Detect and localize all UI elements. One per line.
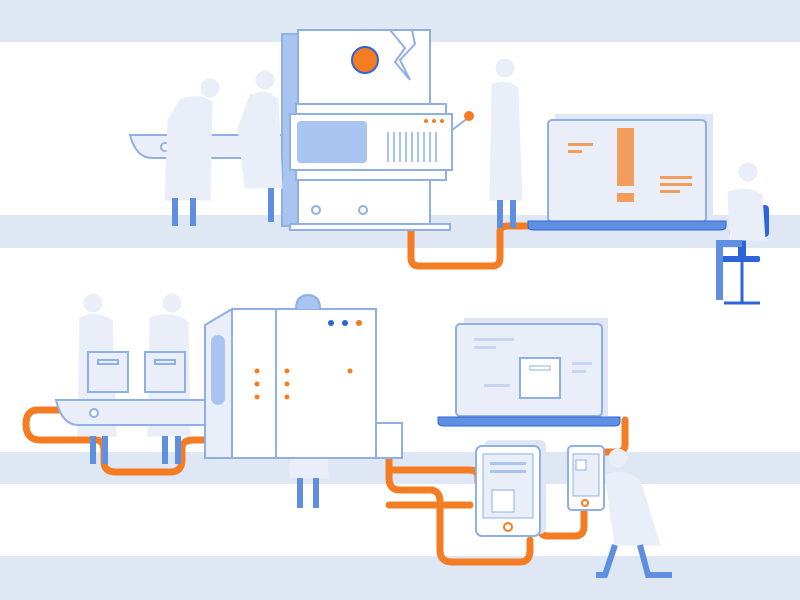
worker — [164, 78, 220, 226]
laptop-box — [437, 318, 621, 427]
tablet — [475, 440, 546, 537]
boxes — [87, 351, 186, 393]
worker — [489, 58, 523, 228]
phone — [567, 445, 605, 511]
laptop-warning — [527, 114, 727, 231]
worker — [596, 448, 672, 578]
warning-icon — [617, 128, 634, 186]
worker — [237, 70, 283, 222]
industrial-machine-bottom — [204, 293, 403, 459]
industrial-machine-top — [281, 29, 474, 231]
worker — [716, 162, 766, 300]
